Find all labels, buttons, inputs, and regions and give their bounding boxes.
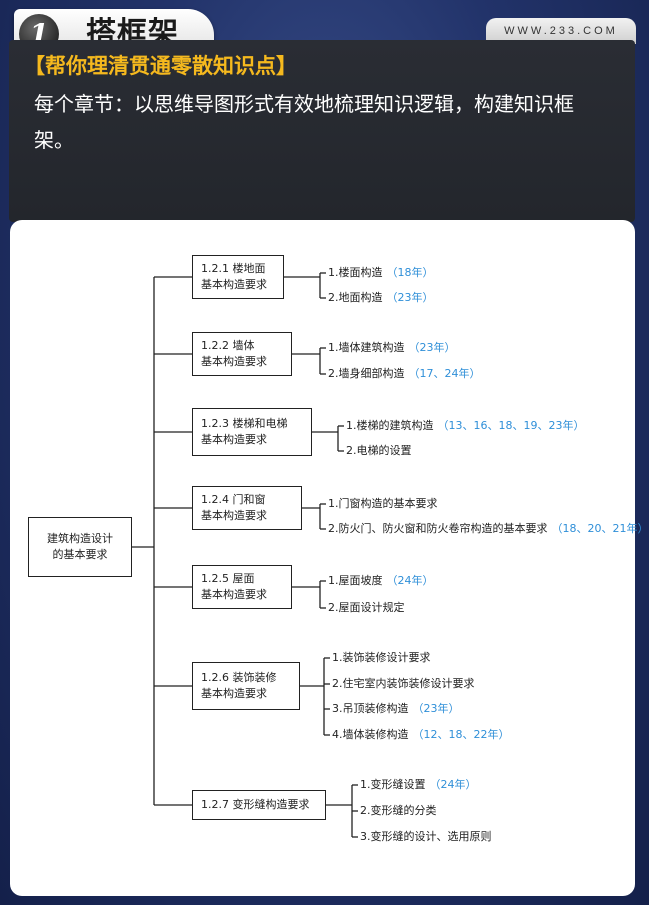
topic-text: 1.屋面坡度 xyxy=(328,574,383,587)
section-node: 1.2.2 墙体基本构造要求 xyxy=(192,332,292,376)
topic-text: 2.电梯的设置 xyxy=(346,444,412,457)
topic-item: 1.变形缝设置（24年） xyxy=(360,778,477,792)
topic-item: 3.吊顶装修构造（23年） xyxy=(332,702,460,716)
exam-years: （18年） xyxy=(386,266,434,279)
site-url: WWW.233.COM xyxy=(486,18,636,44)
exam-years: （23年） xyxy=(408,341,456,354)
section-heading: 1.2.5 屋面 xyxy=(201,572,255,585)
topic-item: 2.防火门、防火窗和防火卷帘构造的基本要求（18、20、21年） xyxy=(328,522,649,536)
topic-text: 1.楼梯的建筑构造 xyxy=(346,419,434,432)
topic-item: 1.楼面构造（18年） xyxy=(328,266,434,280)
section-heading: 1.2.4 门和窗 xyxy=(201,493,266,506)
topic-text: 2.墙身细部构造 xyxy=(328,367,405,380)
root-node: 建筑构造设计 的基本要求 xyxy=(28,517,132,577)
topic-text: 3.变形缝的设计、选用原则 xyxy=(360,830,492,843)
exam-years: （24年） xyxy=(386,574,434,587)
section-heading: 1.2.7 变形缝构造要求 xyxy=(201,798,310,811)
section-heading: 1.2.3 楼梯和电梯 xyxy=(201,417,288,430)
topic-text: 1.墙体建筑构造 xyxy=(328,341,405,354)
exam-years: （17、24年） xyxy=(408,367,481,380)
topic-item: 3.变形缝的设计、选用原则 xyxy=(360,830,492,844)
exam-years: （23年） xyxy=(386,291,434,304)
section-node: 1.2.6 装饰装修基本构造要求 xyxy=(192,662,300,710)
topic-item: 2.地面构造（23年） xyxy=(328,291,434,305)
header-title: 【帮你理清贯通零散知识点】 xyxy=(24,54,297,78)
topic-item: 1.装饰装修设计要求 xyxy=(332,651,431,665)
section-subheading: 基本构造要求 xyxy=(201,687,267,700)
header-panel xyxy=(9,40,635,222)
section-heading: 1.2.2 墙体 xyxy=(201,339,255,352)
topic-text: 2.变形缝的分类 xyxy=(360,804,437,817)
mindmap-connectors xyxy=(132,272,358,838)
exam-years: （23年） xyxy=(412,702,460,715)
topic-text: 1.门窗构造的基本要求 xyxy=(328,497,438,510)
topic-item: 1.墙体建筑构造（23年） xyxy=(328,341,456,355)
section-subheading: 基本构造要求 xyxy=(201,509,267,522)
section-node: 1.2.4 门和窗基本构造要求 xyxy=(192,486,302,530)
topic-text: 1.楼面构造 xyxy=(328,266,383,279)
exam-years: （12、18、22年） xyxy=(412,728,510,741)
topic-item: 2.墙身细部构造（17、24年） xyxy=(328,367,481,381)
topic-text: 1.装饰装修设计要求 xyxy=(332,651,431,664)
section-node: 1.2.3 楼梯和电梯基本构造要求 xyxy=(192,408,312,456)
root-line1: 建筑构造设计 xyxy=(47,532,113,545)
topic-text: 2.防火门、防火窗和防火卷帘构造的基本要求 xyxy=(328,522,548,535)
topic-text: 4.墙体装修构造 xyxy=(332,728,409,741)
topic-text: 2.屋面设计规定 xyxy=(328,601,405,614)
section-subheading: 基本构造要求 xyxy=(201,278,267,291)
section-node: 1.2.5 屋面基本构造要求 xyxy=(192,565,292,609)
section-subheading: 基本构造要求 xyxy=(201,433,267,446)
section-subheading: 基本构造要求 xyxy=(201,355,267,368)
root-line2: 的基本要求 xyxy=(52,548,108,561)
section-heading: 1.2.1 楼地面 xyxy=(201,262,266,275)
topic-text: 1.变形缝设置 xyxy=(360,778,426,791)
section-node: 1.2.1 楼地面基本构造要求 xyxy=(192,255,284,299)
section-heading: 1.2.6 装饰装修 xyxy=(201,671,277,684)
topic-item: 2.屋面设计规定 xyxy=(328,601,405,615)
topic-item: 2.电梯的设置 xyxy=(346,444,412,458)
section-subheading: 基本构造要求 xyxy=(201,588,267,601)
topic-text: 2.住宅室内装饰装修设计要求 xyxy=(332,677,475,690)
exam-years: （18、20、21年） xyxy=(551,522,649,535)
topic-text: 2.地面构造 xyxy=(328,291,383,304)
header-description: 每个章节：以思维导图形式有效地梳理知识逻辑，构建知识框架。 xyxy=(34,92,574,152)
topic-text: 3.吊顶装修构造 xyxy=(332,702,409,715)
topic-item: 1.门窗构造的基本要求 xyxy=(328,497,438,511)
exam-years: （13、16、18、19、23年） xyxy=(437,419,585,432)
topic-item: 2.住宅室内装饰装修设计要求 xyxy=(332,677,475,691)
topic-item: 1.屋面坡度（24年） xyxy=(328,574,434,588)
section-node: 1.2.7 变形缝构造要求 xyxy=(192,790,326,820)
topic-item: 1.楼梯的建筑构造（13、16、18、19、23年） xyxy=(346,419,585,433)
exam-years: （24年） xyxy=(429,778,477,791)
topic-item: 4.墙体装修构造（12、18、22年） xyxy=(332,728,510,742)
topic-item: 2.变形缝的分类 xyxy=(360,804,437,818)
